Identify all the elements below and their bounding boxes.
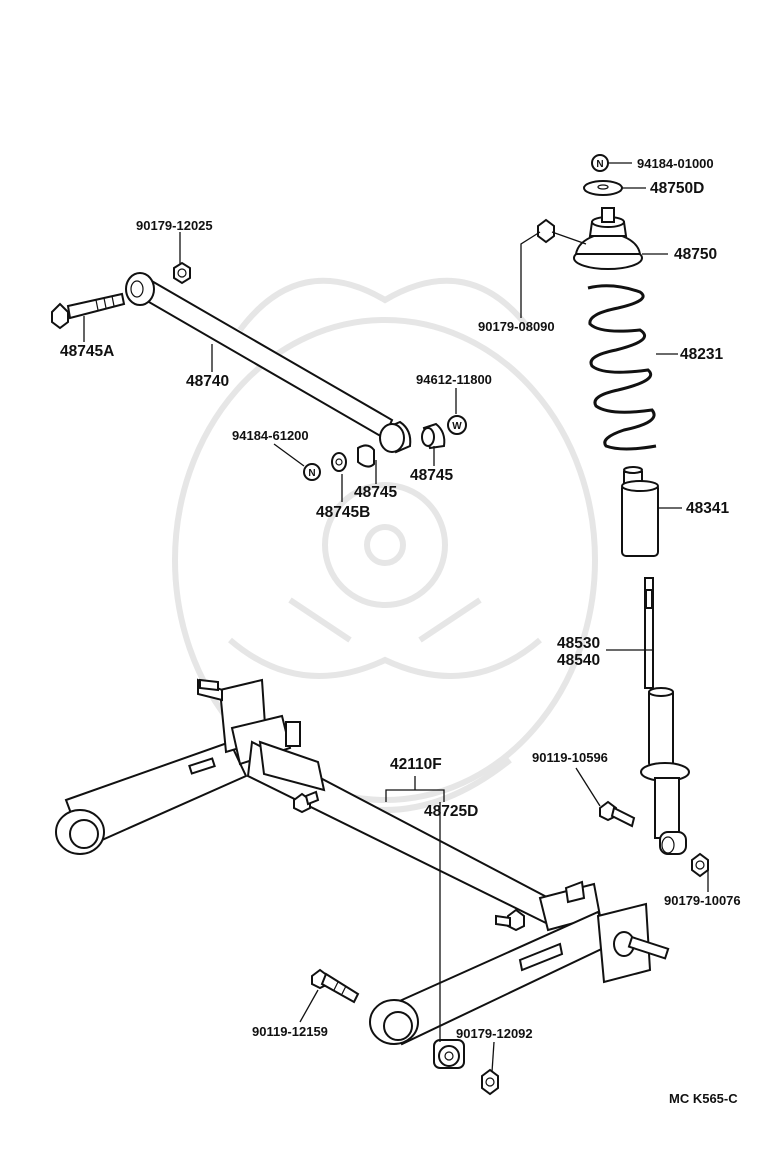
label-94184-61200: 94184-61200 (232, 428, 309, 443)
label-48745-right: 48745 (410, 467, 453, 484)
bolt-icon (599, 800, 636, 828)
nut-symbol: N (308, 468, 315, 479)
label-48341: 48341 (686, 500, 729, 517)
label-90179-08090: 90179-08090 (478, 319, 555, 334)
nut-icon: N (591, 154, 609, 172)
label-90119-12159: 90119-12159 (252, 1024, 328, 1039)
label-48231: 48231 (680, 346, 723, 363)
label-48745B: 48745B (316, 504, 370, 521)
nut-icon (537, 218, 555, 244)
spacer-48750D (583, 180, 623, 196)
bolt-icon (51, 292, 126, 330)
nut-icon (173, 261, 191, 285)
part-labels: 94184-01000 48750D 48750 90179-08090 482… (60, 156, 741, 1106)
label-48725D: 48725D (424, 803, 478, 820)
label-48530: 48530 (557, 635, 600, 652)
nut-icon (691, 852, 709, 878)
label-42110F: 42110F (390, 756, 442, 773)
washer-icon: W (447, 415, 467, 435)
shock-absorber-48530-48540 (640, 577, 690, 855)
label-90119-10596: 90119-10596 (532, 750, 608, 765)
label-48745-middle: 48745 (354, 484, 397, 501)
nut-symbol: N (596, 159, 603, 170)
label-90179-12025: 90179-12025 (136, 218, 213, 233)
nut-icon: N (303, 463, 321, 481)
label-94184-01000: 94184-01000 (637, 156, 714, 171)
bolt-icon (293, 790, 320, 814)
lateral-rod-48740 (125, 272, 412, 454)
label-90179-12092: 90179-12092 (456, 1026, 533, 1041)
bushing-parts (331, 422, 446, 472)
label-48540: 48540 (557, 652, 600, 669)
label-48745A: 48745A (60, 343, 114, 360)
label-48750D: 48750D (650, 180, 704, 197)
bushing-48725D (433, 1039, 465, 1069)
bolt-icon (495, 908, 525, 932)
label-94612-11800: 94612-11800 (416, 372, 492, 387)
diagram-code: MC K565-C (669, 1091, 738, 1106)
leader-lines (83, 162, 709, 1073)
label-90179-10076: 90179-10076 (664, 893, 741, 908)
bolt-icon (311, 968, 360, 1004)
nut-icon (481, 1068, 499, 1096)
label-48740: 48740 (186, 373, 229, 390)
coil-spring-icon (587, 284, 657, 451)
support-assembly-48750 (573, 207, 643, 270)
washer-symbol: W (452, 421, 462, 432)
bump-stopper-48341 (621, 466, 659, 557)
rear-axle-beam-42110F (55, 678, 670, 1046)
label-48750: 48750 (674, 246, 717, 263)
